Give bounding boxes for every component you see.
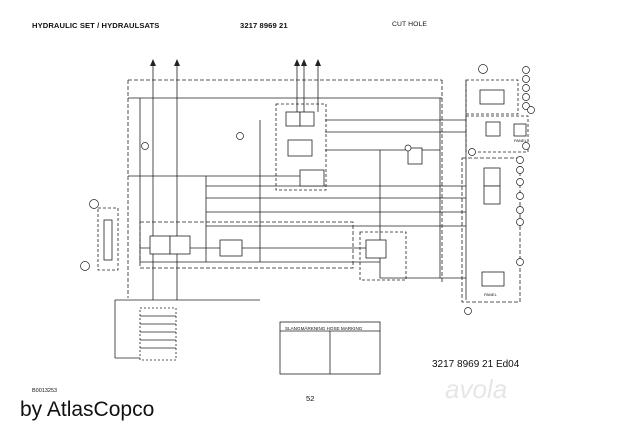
mid-right-block-frame bbox=[465, 115, 529, 153]
manifold-ports bbox=[114, 300, 176, 359]
callout bbox=[516, 166, 524, 174]
document-code: 3217 8969 21 bbox=[240, 21, 288, 30]
callout bbox=[522, 84, 530, 92]
top-right-block-frame bbox=[465, 79, 519, 115]
manifold-frame bbox=[139, 307, 177, 361]
callout bbox=[527, 106, 535, 114]
callout bbox=[522, 102, 530, 110]
callout bbox=[522, 75, 530, 83]
valve-block-frame bbox=[139, 221, 354, 269]
document-id: B0013253 bbox=[32, 388, 58, 394]
brand-caption: by AtlasCopco bbox=[20, 398, 155, 421]
watermark: avola bbox=[445, 374, 508, 404]
callout bbox=[236, 132, 244, 140]
right-panel-frame bbox=[461, 157, 521, 303]
callout bbox=[89, 199, 99, 209]
hose-marking-title: SLANGMÄRKNING HOSE MARKING bbox=[285, 326, 363, 331]
part-number: 3217 8969 21 Ed04 bbox=[432, 359, 520, 370]
document-title: HYDRAULIC SET / HYDRAULSATS bbox=[32, 21, 160, 30]
callout bbox=[468, 148, 476, 156]
callout bbox=[516, 258, 524, 266]
valve-symbols bbox=[103, 89, 505, 261]
callout bbox=[478, 64, 488, 74]
inlet-lines bbox=[152, 62, 319, 300]
page-number: 52 bbox=[306, 394, 315, 403]
callout bbox=[516, 206, 524, 214]
callout bbox=[464, 307, 472, 315]
callout bbox=[80, 261, 90, 271]
callout bbox=[522, 66, 530, 74]
left-valve-frame bbox=[97, 207, 119, 271]
callout bbox=[522, 142, 530, 150]
callout bbox=[141, 142, 149, 150]
callout bbox=[516, 156, 524, 164]
panel-label: PANEL bbox=[484, 292, 497, 297]
panel-label: PANEL bbox=[514, 138, 527, 143]
callout bbox=[516, 218, 524, 226]
callout bbox=[516, 178, 524, 186]
cut-hole-note: CUT HOLE bbox=[392, 21, 428, 28]
callout bbox=[516, 192, 524, 200]
callout bbox=[404, 144, 412, 152]
system-border bbox=[127, 79, 443, 298]
callout bbox=[522, 93, 530, 101]
bus-lines bbox=[115, 97, 466, 301]
bottom-right-valve-frame bbox=[359, 231, 407, 281]
upper-valve-frame bbox=[275, 103, 327, 191]
callouts bbox=[80, 64, 535, 315]
